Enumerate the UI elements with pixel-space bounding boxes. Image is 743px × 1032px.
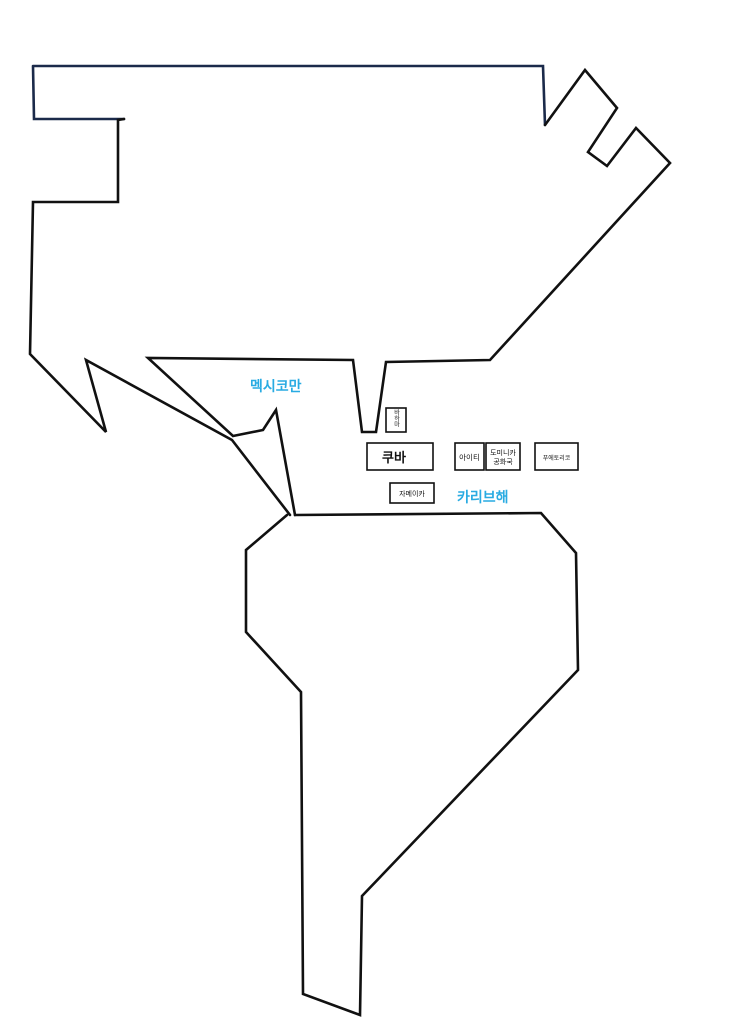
cuba-marker: 쿠바	[366, 442, 434, 471]
jamaica-marker: 자메이카	[389, 482, 435, 504]
caribbean-sea-label: 카리브해	[457, 490, 509, 506]
south-america-outline	[244, 511, 580, 1017]
puerto-rico-marker: 푸에토리코	[534, 442, 579, 471]
bahamas-label: 바하마	[393, 408, 400, 428]
north-america-top-border	[31, 64, 547, 127]
dominican-republic-label-line1: 도미니카	[490, 448, 516, 457]
north-america-outline	[28, 67, 672, 517]
dominican-republic-label-line2: 공화국	[493, 458, 513, 466]
dominican-republic-marker: 도미니카 공화국	[485, 442, 521, 471]
puerto-rico-label: 푸에토리코	[543, 454, 571, 462]
jamaica-label: 자메이카	[399, 489, 425, 498]
cuba-label: 쿠바	[382, 450, 406, 466]
gulf-of-mexico-label: 멕시코만	[250, 378, 302, 395]
haiti-marker: 아이티	[454, 442, 485, 471]
haiti-label: 아이티	[459, 452, 480, 462]
bahamas-marker: 바하마	[385, 407, 407, 433]
